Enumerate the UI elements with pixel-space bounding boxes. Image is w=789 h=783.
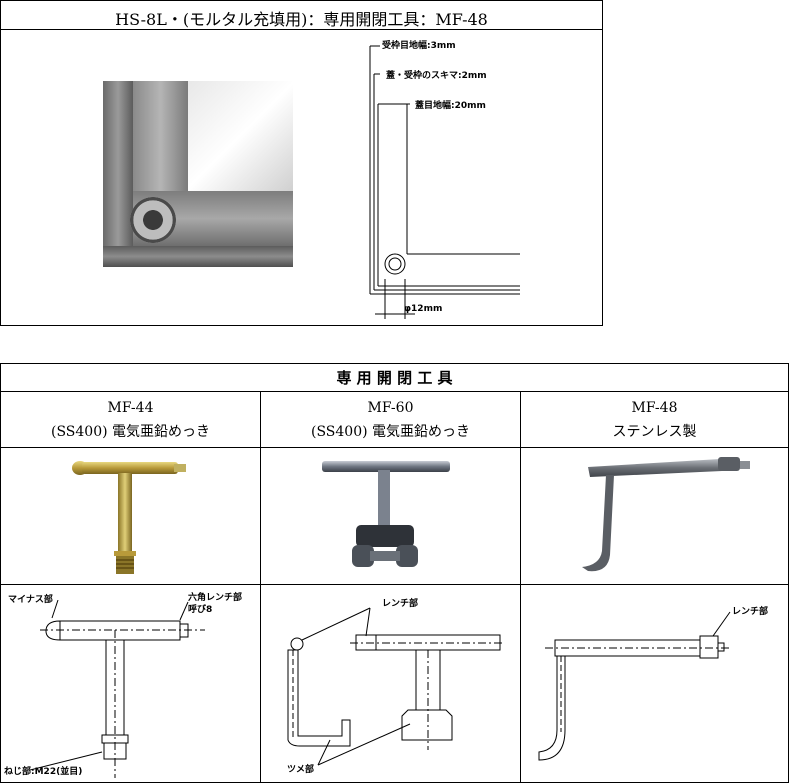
mf44-drawing — [30, 600, 205, 778]
label-wrench-mf48: レンチ部 — [732, 607, 769, 617]
top-title: HS-8L・(モルタル充填用)：専用開閉工具：MF-48 — [115, 10, 488, 29]
col3-material: ステンレス製 — [612, 424, 697, 440]
mf60-drawing — [287, 607, 502, 766]
tools-header: 専 用 開 閉 工 具 — [0, 363, 789, 392]
hole-plug — [130, 197, 176, 243]
label-hex-size: 呼び8 — [188, 605, 213, 615]
col1-material: (SS400) 電気亜鉛めっき — [50, 424, 211, 440]
label-wrench-mf60: レンチ部 — [382, 599, 419, 609]
label-claw: ツメ部 — [287, 765, 315, 775]
mf44-photo — [72, 461, 186, 574]
col3-header: MF-48 ステンレス製 — [520, 391, 789, 448]
dim-frame-joint: 受枠目地幅:3mm — [382, 41, 456, 51]
col1-header: MF-44 (SS400) 電気亜鉛めっき — [0, 391, 261, 448]
lid-corner-photo — [103, 81, 293, 267]
mf48-drawing — [538, 611, 731, 761]
dim-lid-joint: 蓋目地幅:20mm — [415, 101, 486, 111]
mf48-photo — [582, 457, 750, 572]
label-minus: マイナス部 — [8, 595, 53, 605]
label-hex-wrench: 六角レンチ部 — [188, 593, 243, 603]
label-thread: ねじ部:M22(並目) — [4, 767, 83, 777]
col3-model: MF-48 — [631, 400, 678, 416]
col2-header: MF-60 (SS400) 電気亜鉛めっき — [260, 391, 521, 448]
dim-gap: 蓋・受枠のスキマ:2mm — [386, 71, 487, 81]
mf60-photo — [322, 461, 450, 567]
dim-hole: φ12mm — [404, 304, 443, 314]
top-title-bar — [0, 0, 603, 30]
tools-header-label: 専 用 開 閉 工 具 — [336, 369, 453, 387]
col1-model: MF-44 — [107, 400, 154, 416]
col2-material: (SS400) 電気亜鉛めっき — [310, 424, 471, 440]
lid-dimension-drawing — [369, 45, 520, 319]
col2-model: MF-60 — [367, 400, 414, 416]
